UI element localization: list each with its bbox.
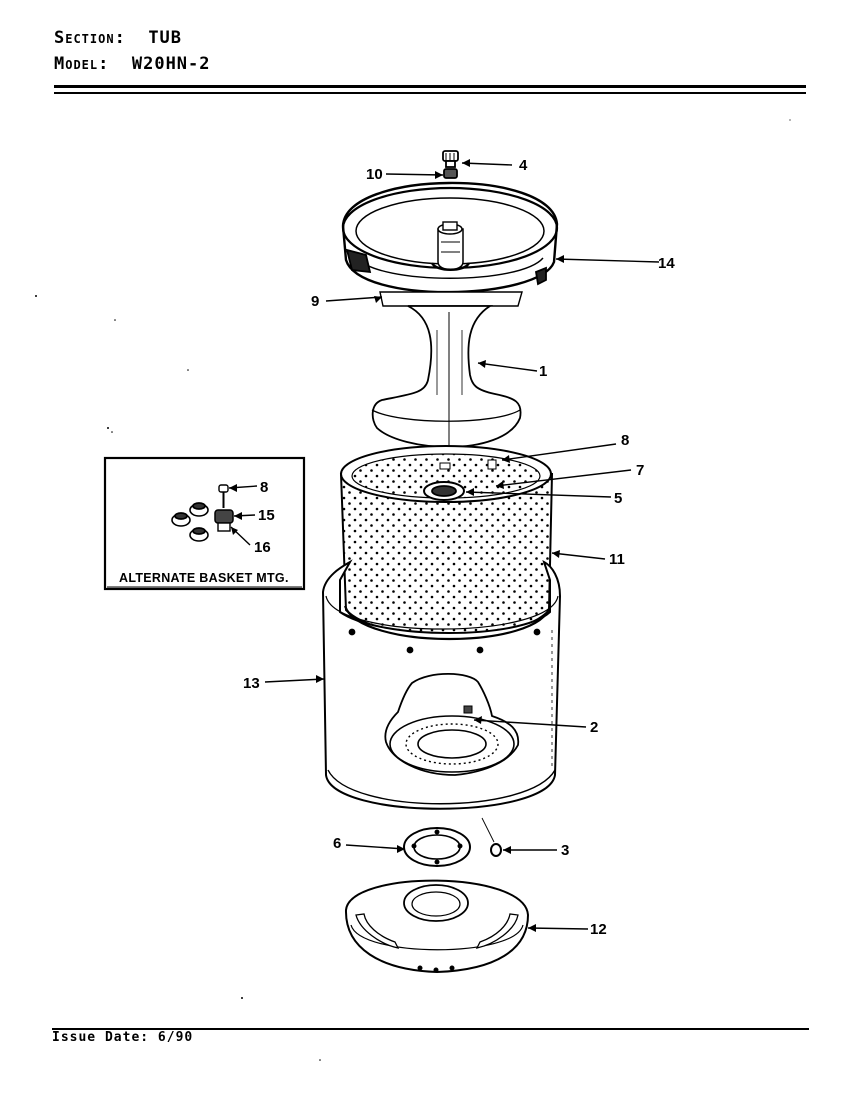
model-label: Model:: [54, 54, 110, 74]
callout-6: 6: [333, 835, 341, 852]
inset-caption: ALTERNATE BASKET MTG.: [119, 571, 289, 585]
callout-12: 12: [590, 921, 607, 938]
callout-15: 15: [258, 507, 275, 524]
callout-10: 10: [366, 166, 383, 183]
model-heading: Model: W20HN-2: [54, 54, 211, 74]
callout-3: 3: [561, 842, 569, 859]
tub-base: [344, 879, 530, 974]
callout-13: 13: [243, 675, 260, 692]
header-rule-thick: [54, 85, 806, 88]
scan-specks: [35, 119, 791, 1061]
agitator: [371, 305, 522, 448]
drain-bolt: [490, 843, 502, 857]
model-value: W20HN-2: [131, 54, 211, 74]
callout-8: 8: [621, 432, 629, 449]
section-value: TUB: [148, 28, 183, 48]
alternate-basket-mtg-inset: [103, 456, 306, 591]
header-rule-thin: [54, 92, 806, 94]
agitator-cap: [442, 150, 459, 168]
wash-basket: [339, 445, 554, 638]
callout-5: 5: [614, 490, 622, 507]
inset-grommet-low: [189, 527, 209, 542]
callout-16: 16: [254, 539, 271, 556]
inset-grommet-mid: [189, 502, 209, 517]
leader-lines: [228, 162, 660, 930]
callout-labels: 4 10 14 9 1 8 7 5 11 13 2 3 6 12 8 15 16: [243, 157, 675, 938]
callout-7: 7: [636, 462, 644, 479]
inset-bushing: [214, 509, 234, 532]
inset-screw: [218, 484, 229, 508]
callout-2: 2: [590, 719, 598, 736]
footer-rule: [52, 1028, 809, 1030]
inset-grommet-left: [171, 512, 191, 527]
section-heading: Section: TUB: [54, 28, 182, 48]
outer-tub: [321, 559, 562, 810]
callout-4: 4: [519, 157, 528, 174]
arrowheads: [229, 159, 564, 932]
splash-ring: [379, 291, 523, 307]
issue-date: Issue Date: 6/90: [52, 1030, 194, 1045]
tub-gasket: [403, 827, 471, 867]
section-label: Section:: [54, 28, 126, 48]
callout-1: 1: [539, 363, 547, 380]
callout-11: 11: [609, 551, 625, 568]
agitator-seal: [443, 168, 458, 179]
callout-14: 14: [658, 255, 675, 272]
callout-9: 9: [311, 293, 319, 310]
callout-inset-8: 8: [260, 479, 268, 496]
tub-ring: [341, 181, 559, 294]
